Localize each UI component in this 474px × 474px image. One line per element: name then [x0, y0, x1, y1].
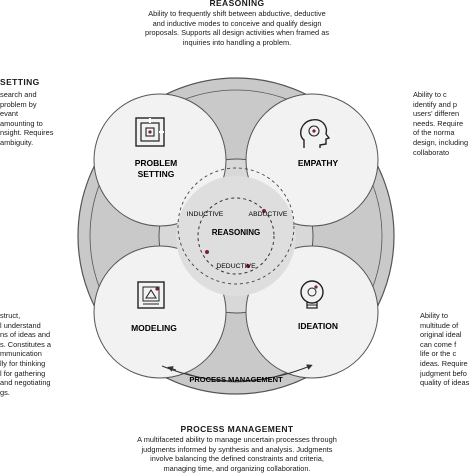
inductive-dot [205, 250, 209, 254]
empathy-label: EMPATHY [298, 158, 339, 168]
problem-setting-line: search and [0, 90, 37, 99]
problem-setting-label-line2: SETTING [138, 169, 175, 179]
reasoning-line: proposals. Supports all design activitie… [144, 28, 330, 38]
modeling-line: ns of ideas and [0, 330, 51, 340]
maze-icon [135, 117, 165, 147]
problem-setting-line: evant [0, 109, 19, 119]
reasoning-core [176, 176, 296, 296]
ideation-line: quality of ideas [420, 378, 470, 388]
problem-setting-description: search and problem by evant amounting to… [0, 90, 80, 148]
problem-setting-line: problem by [0, 99, 37, 109]
empathy-line: users' differen [413, 109, 460, 119]
process-management-description: A multifaceted ability to manage uncerta… [102, 435, 372, 473]
empathy-line: design, including [413, 137, 469, 147]
reasoning-title: REASONING [209, 0, 265, 8]
abductive-dot [262, 209, 266, 213]
inner-ring-line [89, 89, 383, 383]
empathy-line: of the norma [413, 128, 455, 138]
reasoning-line: inquiries into handling a problem. [182, 37, 292, 47]
modeling-line: mmunication [0, 349, 42, 359]
inductive-label: INDUCTIVE [187, 211, 224, 218]
head-profile-icon [300, 119, 331, 148]
modeling-line: l for gathering [0, 368, 46, 378]
ideation-line: original ideal [420, 330, 462, 340]
ideation-circle [245, 245, 379, 379]
ideation-line: multitude of [420, 320, 459, 330]
modeling-circle [93, 245, 227, 379]
problem-setting-label-line1: PROBLEM [135, 158, 178, 168]
empathy-line: identify and p [413, 99, 457, 109]
ideation-description: Ability to multitude of original ideal c… [420, 311, 474, 388]
abductive-label: ABDUCTIVE [249, 211, 288, 218]
reasoning-description: Ability to frequently shift between abdu… [112, 9, 362, 47]
modeling-label: MODELING [131, 323, 177, 333]
ideation-line: can come f [420, 339, 457, 349]
lightbulb-icon [300, 280, 324, 309]
problem-setting-line: amounting to [0, 118, 43, 128]
process-line: involve balancing the defined constraint… [150, 454, 324, 464]
modeling-line: gs. [0, 387, 10, 397]
modeling-line: and negotiating [0, 378, 51, 388]
model-sketch-icon [137, 281, 165, 309]
process-line: judgments informed by synthesis and anal… [141, 444, 333, 454]
empathy-line: Ability to c [413, 90, 447, 99]
deductive-label: DEDUCTIVE [216, 263, 256, 270]
ideation-line: life or the c [420, 349, 457, 359]
problem-setting-line: nsight. Requires [0, 128, 54, 138]
empathy-line: needs. Require [413, 118, 464, 128]
empathy-circle [245, 93, 379, 227]
problem-setting-line: ambiguity. [0, 137, 34, 147]
reasoning-outer-dash [177, 167, 295, 285]
process-line: managing time, and organizing collaborat… [163, 463, 311, 473]
modeling-line: struct, [0, 311, 21, 320]
ideation-line: ideas. Require [420, 358, 468, 368]
process-arrow [161, 364, 313, 382]
problem-setting-circle [93, 93, 227, 227]
process-management-ring-label: PROCESS MANAGEMENT [189, 375, 283, 384]
reasoning-cycle [197, 197, 275, 275]
empathy-description: Ability to c identify and p users' diffe… [413, 90, 474, 157]
ideation-line: judgment befo [420, 368, 467, 378]
ideation-label: IDEATION [298, 321, 338, 331]
process-arrow-left [167, 366, 177, 372]
modeling-line: s. Constitutes a [0, 339, 51, 349]
problem-setting-title: SETTING [0, 77, 40, 87]
empathy-line: collaborato [413, 147, 450, 157]
modeling-line: lly for thinking [0, 358, 46, 368]
reasoning-line: and inductive modes to conceive and qual… [152, 18, 322, 28]
modeling-description: struct, l understand ns of ideas and s. … [0, 311, 80, 397]
reasoning-line: Ability to frequently shift between abdu… [148, 9, 326, 18]
process-line: A multifaceted ability to manage uncerta… [137, 435, 337, 444]
process-management-title: PROCESS MANAGEMENT [180, 424, 294, 434]
modeling-line: l understand [0, 320, 41, 330]
reasoning-label: REASONING [212, 228, 260, 237]
deductive-dot [246, 264, 250, 268]
ideation-line: Ability to [420, 311, 448, 320]
